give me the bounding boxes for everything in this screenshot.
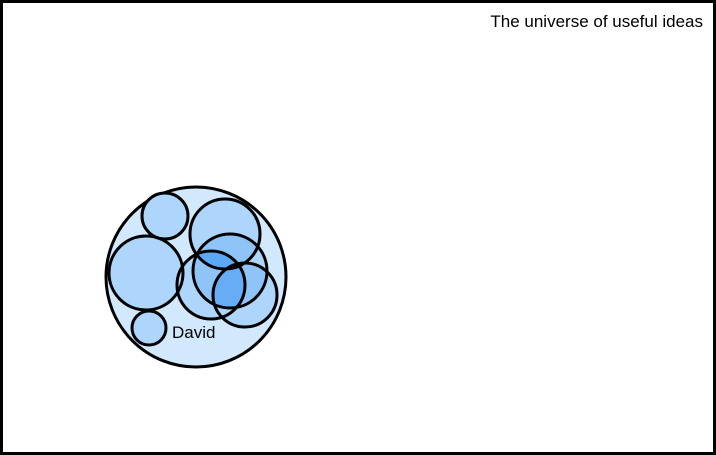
david-label: David [172,323,215,342]
left-large-circle [109,236,183,310]
small-bottom-circle [132,311,166,345]
small-top-circle [142,193,188,239]
circle-outlines [107,191,279,347]
universe-title: The universe of useful ideas [490,12,703,31]
